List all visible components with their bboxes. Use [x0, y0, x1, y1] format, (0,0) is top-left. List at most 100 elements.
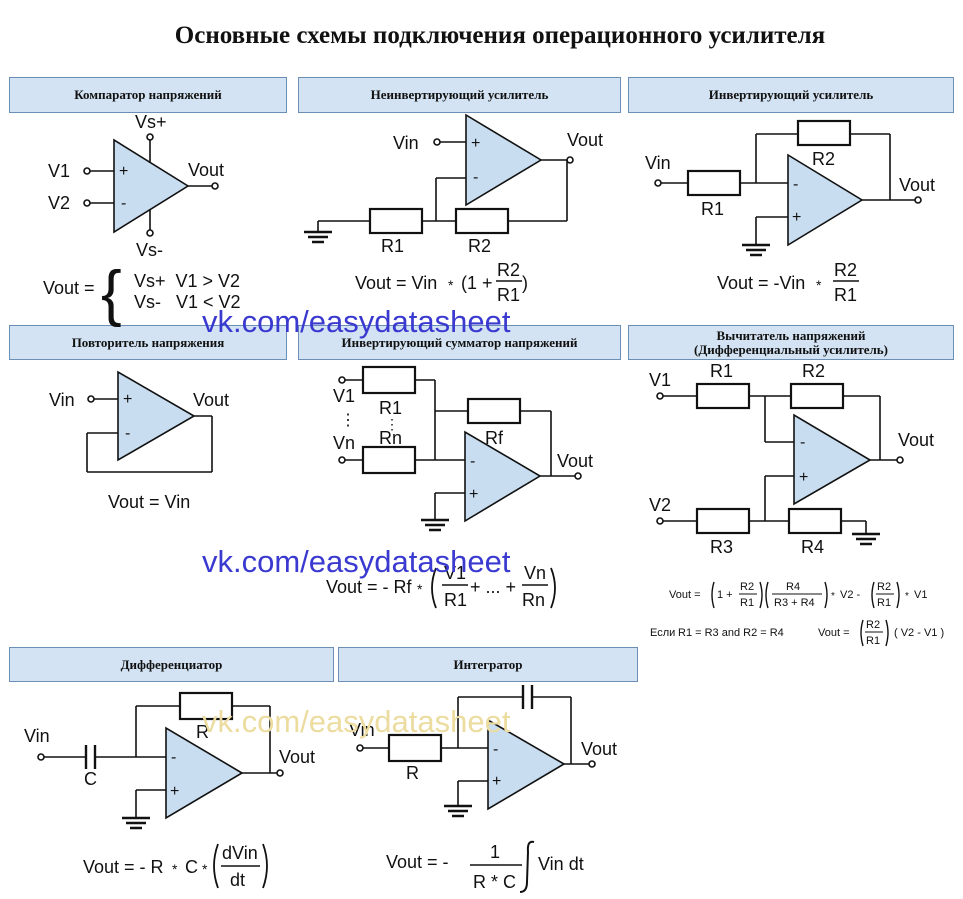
svg-text:R1: R1 [866, 635, 880, 647]
label-v1: V1 [48, 161, 70, 181]
formula-comparator-lhs: Vout = [43, 278, 95, 298]
label-vout: Vout [188, 160, 224, 180]
opamp-integrator [487, 718, 566, 811]
label-vout: Vout [193, 390, 229, 410]
brace: { [101, 259, 122, 328]
formula-follower: Vout = Vin [108, 492, 190, 512]
svg-text:*: * [831, 591, 835, 602]
formula-integrator-den: R * C [473, 872, 516, 892]
header-subtractor: Вычитатель напряжений (Дифференциальный … [628, 325, 954, 360]
label-r1: R1 [701, 199, 724, 219]
ellipsis-vertical: ⋮ [385, 416, 399, 432]
label-v2: V2 [48, 193, 70, 213]
svg-text:+: + [469, 486, 478, 503]
svg-text:-: - [171, 749, 176, 766]
label-vout: Vout [898, 430, 934, 450]
multiply-sign: * [448, 277, 454, 293]
multiply-sign: * [417, 581, 423, 597]
label-vsminus: Vs- [136, 240, 163, 260]
opamp-subtractor [793, 413, 872, 506]
svg-text:1 +: 1 + [717, 589, 733, 601]
header-noninverting: Неинвертирующий усилитель [298, 77, 621, 113]
label-v2: V2 [649, 495, 671, 515]
header-differentiator: Дифференциатор [9, 647, 334, 682]
label-r3: R3 [710, 537, 733, 557]
multiply-sign: * [202, 861, 208, 877]
page-title: Основные схемы подключения операционного… [174, 22, 826, 49]
label-c: C [84, 769, 97, 789]
svg-text:Если: Если [650, 627, 675, 639]
label-v1: V1 [333, 386, 355, 406]
svg-text:-: - [800, 434, 805, 451]
svg-text:+: + [170, 783, 179, 800]
label-vin: Vin [393, 133, 419, 153]
formula-summer-mid: + ... + [470, 577, 516, 597]
svg-text:+: + [119, 163, 128, 180]
formula-integrator-num: 1 [490, 842, 500, 862]
header-inverting: Инвертирующий усилитель [628, 77, 954, 113]
formula-summer-n2: Vn [524, 563, 546, 583]
header-comparator: Компаратор напряжений [9, 77, 287, 113]
label-vin: Vin [645, 153, 671, 173]
multiply-sign: * [816, 277, 822, 293]
opamp-noninverting [465, 113, 543, 207]
formula-subtractor-2: Если R1 = R3 and R2 = R4 Vout = R2 R1 ( … [650, 619, 944, 647]
watermark: vk.com/easydatasheet [202, 704, 511, 739]
label-r1: R1 [379, 398, 402, 418]
svg-text:( V2 - V1 ): ( V2 - V1 ) [894, 627, 944, 639]
label-vout: Vout [899, 175, 935, 195]
svg-text:-: - [473, 169, 478, 186]
svg-text:-: - [121, 195, 126, 212]
svg-text:-: - [125, 425, 130, 442]
label-vsplus: Vs+ [135, 112, 167, 132]
formula-summer-d1: R1 [444, 590, 467, 610]
opamp-comparator [113, 138, 190, 234]
label-vin: Vin [24, 726, 50, 746]
noninverting-circuit [302, 113, 574, 244]
formula-differentiator-lhs: Vout = - R [83, 857, 164, 877]
label-vout: Vout [279, 747, 315, 767]
header-summer: Инвертирующий сумматор напряжений [298, 325, 621, 360]
svg-text:R4: R4 [786, 581, 800, 593]
svg-text:+: + [799, 469, 808, 486]
header-follower: Повторитель напряжения [9, 325, 287, 360]
svg-text:-: - [793, 176, 798, 193]
label-vout: Vout [567, 130, 603, 150]
formula-inverting-den: R1 [834, 285, 857, 305]
multiply-sign: * [172, 861, 178, 877]
label-r1: R1 [381, 236, 404, 256]
formula-differentiator-den: dt [230, 870, 245, 890]
svg-text:R2: R2 [866, 619, 880, 631]
label-r1: R1 [710, 361, 733, 381]
svg-text:R2: R2 [877, 581, 891, 593]
label-vin: Vin [49, 390, 75, 410]
label-v1: V1 [649, 370, 671, 390]
opamp-pin-markers: +- +- -+ +- -+ -+ -+ -+ [119, 135, 808, 800]
summer-circuit [338, 365, 582, 532]
svg-text:R1: R1 [877, 597, 891, 609]
formula-summer-d2: Rn [522, 590, 545, 610]
svg-text:V1: V1 [914, 589, 927, 601]
svg-text:R2: R2 [740, 581, 754, 593]
formula-noninverting-den: R1 [497, 285, 520, 305]
svg-text:R1 = R3 and R2 = R4: R1 = R3 and R2 = R4 [678, 627, 784, 639]
svg-text:+: + [471, 135, 480, 152]
formula-noninverting-num: R2 [497, 260, 520, 280]
header-integrator: Интегратор [338, 647, 638, 682]
follower-circuit [86, 370, 213, 473]
label-rn: Rn [379, 428, 402, 448]
integral-sign [519, 840, 535, 893]
formula-differentiator-c: C [185, 857, 198, 877]
svg-text:R1: R1 [740, 597, 754, 609]
svg-text:+: + [123, 391, 132, 408]
svg-text:R3 + R4: R3 + R4 [774, 597, 815, 609]
opamp-differentiator [165, 726, 244, 820]
formula-differentiator-num: dVin [222, 843, 258, 863]
label-vin: Vin [349, 720, 375, 740]
label-r2: R2 [812, 149, 835, 169]
ellipsis-vertical: ⋮ [340, 412, 356, 429]
formula-noninverting-mid: (1 + [461, 273, 493, 293]
label-vout: Vout [557, 451, 593, 471]
formula-integrator-tail: Vin dt [538, 854, 584, 874]
